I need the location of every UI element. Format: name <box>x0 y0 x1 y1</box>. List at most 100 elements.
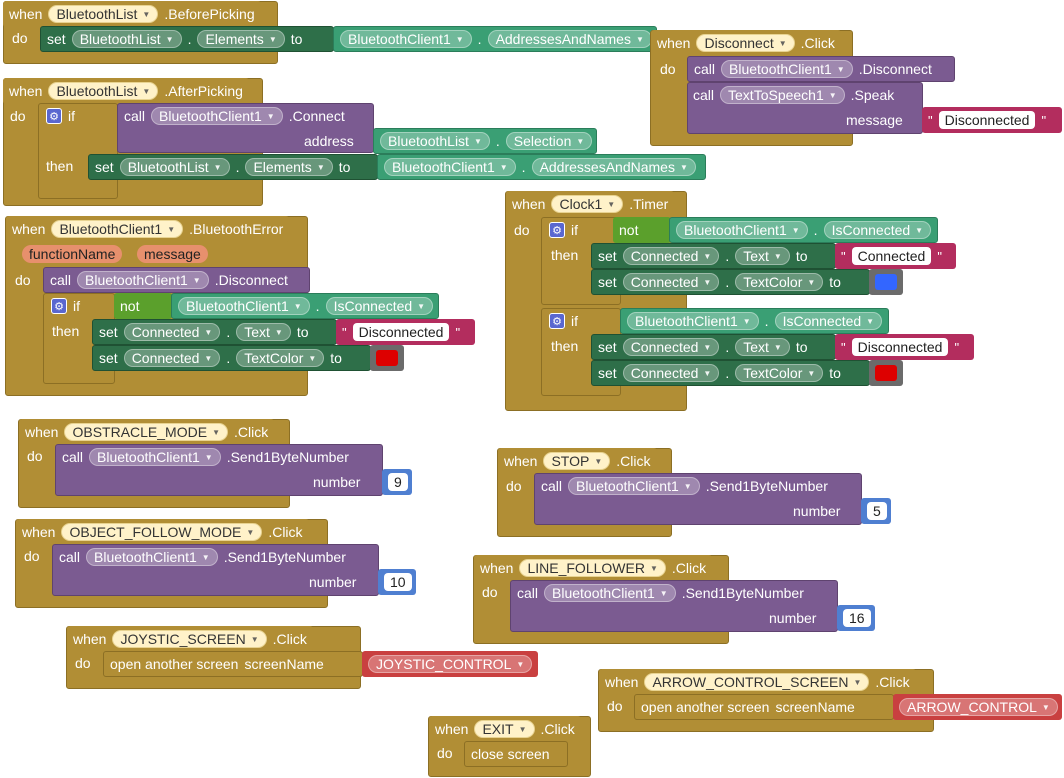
call-send-block[interactable] <box>534 473 862 525</box>
component-dropdown[interactable]: Disconnect▼ <box>696 34 795 52</box>
component-dropdown[interactable]: Connected▼ <box>622 364 720 382</box>
text-disconnected[interactable]: "Disconnected" <box>922 107 1062 133</box>
number-field[interactable]: 9 <box>388 473 408 491</box>
property-dropdown[interactable]: IsConnected▼ <box>774 312 883 330</box>
isconnected-getter[interactable]: BluetoothClient1▼ . IsConnected▼ <box>620 308 889 334</box>
component-dropdown[interactable]: BluetoothClient1▼ <box>721 60 853 78</box>
set-connected-text[interactable]: set Connected▼ . Text▼ to <box>591 243 836 269</box>
component-dropdown[interactable]: BluetoothList▼ <box>48 82 159 100</box>
text-connected[interactable]: "Connected" <box>835 243 956 269</box>
call-disconnect-block[interactable]: call BluetoothClient1▼ .Disconnect <box>687 56 955 82</box>
not-block[interactable]: not <box>613 217 671 243</box>
component-dropdown[interactable]: Connected▼ <box>622 273 720 291</box>
component-dropdown[interactable]: BluetoothClient1▼ <box>151 107 283 125</box>
set-connected-textcolor[interactable]: set Connected▼ . TextColor▼ to <box>591 269 870 295</box>
component-dropdown[interactable]: BluetoothList▼ <box>119 158 230 176</box>
close-screen-block[interactable]: close screen <box>464 741 568 767</box>
not-block[interactable]: not <box>114 293 172 319</box>
number-block[interactable]: 5 <box>861 498 891 524</box>
set-connected-textcolor[interactable]: set Connected▼ . TextColor▼ to <box>92 345 371 371</box>
property-dropdown[interactable]: Elements▼ <box>245 158 333 176</box>
property-dropdown[interactable]: IsConnected▼ <box>823 221 932 239</box>
property-dropdown[interactable]: TextColor▼ <box>236 349 325 367</box>
component-dropdown[interactable]: BluetoothClient1▼ <box>676 221 808 239</box>
property-dropdown[interactable]: AddressesAndNames▼ <box>487 30 652 48</box>
text-field[interactable]: Disconnected <box>938 111 1036 129</box>
number-block[interactable]: 16 <box>837 605 875 631</box>
component-dropdown[interactable]: Clock1▼ <box>551 195 624 213</box>
number-block[interactable]: 9 <box>382 469 412 495</box>
set-connected-text[interactable]: set Connected▼ . Text▼ to <box>591 334 836 360</box>
component-dropdown[interactable]: Connected▼ <box>123 323 221 341</box>
text-disconnected[interactable]: "Disconnected" <box>336 319 475 345</box>
component-dropdown[interactable]: LINE_FOLLOWER▼ <box>519 559 666 577</box>
set-elements-block[interactable]: set BluetoothList▼ . Elements▼ to <box>88 154 378 180</box>
component-dropdown[interactable]: BluetoothClient1▼ <box>77 271 209 289</box>
component-dropdown[interactable]: BluetoothClient1▼ <box>544 584 676 602</box>
color-swatch[interactable] <box>875 274 897 290</box>
call-disconnect-block[interactable]: call BluetoothClient1▼ .Disconnect <box>43 267 310 293</box>
component-dropdown[interactable]: Connected▼ <box>622 338 720 356</box>
component-dropdown[interactable]: BluetoothList▼ <box>71 30 182 48</box>
component-dropdown[interactable]: BluetoothClient1▼ <box>86 548 218 566</box>
screen-name-dropdown-block[interactable]: ARROW_CONTROL▼ <box>893 694 1062 720</box>
component-dropdown[interactable]: ARROW_CONTROL_SCREEN▼ <box>644 673 870 691</box>
component-dropdown[interactable]: BluetoothClient1▼ <box>178 297 310 315</box>
isconnected-getter[interactable]: BluetoothClient1▼ . IsConnected▼ <box>669 217 938 243</box>
property-dropdown[interactable]: Text▼ <box>735 247 790 265</box>
color-swatch[interactable] <box>875 365 897 381</box>
number-block[interactable]: 10 <box>378 569 416 595</box>
component-dropdown[interactable]: Connected▼ <box>123 349 221 367</box>
component-dropdown[interactable]: OBSTRACLE_MODE▼ <box>64 423 228 441</box>
property-dropdown[interactable]: Text▼ <box>735 338 790 356</box>
open-another-screen-block[interactable]: open another screen screenName <box>103 651 363 677</box>
component-dropdown[interactable]: BluetoothClient1▼ <box>51 220 184 238</box>
component-dropdown[interactable]: EXIT▼ <box>474 720 535 738</box>
color-red-block[interactable] <box>869 360 903 386</box>
property-dropdown[interactable]: Elements▼ <box>197 30 285 48</box>
text-field[interactable]: Disconnected <box>352 323 450 341</box>
screen-dropdown[interactable]: JOYSTIC_CONTROL▼ <box>368 655 533 673</box>
screen-dropdown[interactable]: ARROW_CONTROL▼ <box>899 698 1058 716</box>
component-dropdown[interactable]: JOYSTIC_SCREEN▼ <box>112 630 267 648</box>
property-dropdown[interactable]: Selection▼ <box>505 132 593 150</box>
component-dropdown[interactable]: BluetoothClient1▼ <box>384 158 516 176</box>
set-connected-text[interactable]: set Connected▼ . Text▼ to <box>92 319 337 345</box>
property-dropdown[interactable]: AddressesAndNames▼ <box>531 158 696 176</box>
number-field[interactable]: 10 <box>384 573 412 591</box>
component-dropdown[interactable]: BluetoothClient1▼ <box>627 312 759 330</box>
addresses-and-names-getter[interactable]: BluetoothClient1▼ . AddressesAndNames▼ <box>377 154 706 180</box>
component-dropdown[interactable]: BluetoothClient1▼ <box>340 30 472 48</box>
property-dropdown[interactable]: TextColor▼ <box>735 364 824 382</box>
addresses-and-names-getter[interactable]: BluetoothClient1▼ . AddressesAndNames▼ <box>333 26 657 52</box>
text-field[interactable]: Connected <box>851 247 932 265</box>
gear-icon[interactable]: ⚙ <box>46 108 62 124</box>
param-message[interactable]: message <box>137 245 208 263</box>
set-connected-textcolor[interactable]: set Connected▼ . TextColor▼ to <box>591 360 870 386</box>
component-dropdown[interactable]: BluetoothList▼ <box>48 5 159 23</box>
component-dropdown[interactable]: STOP▼ <box>543 452 611 470</box>
screen-name-dropdown-block[interactable]: JOYSTIC_CONTROL▼ <box>362 651 538 677</box>
text-disconnected[interactable]: "Disconnected" <box>835 334 974 360</box>
component-dropdown[interactable]: BluetoothClient1▼ <box>89 448 221 466</box>
property-dropdown[interactable]: IsConnected▼ <box>325 297 434 315</box>
text-field[interactable]: Disconnected <box>851 338 949 356</box>
component-dropdown[interactable]: TextToSpeech1▼ <box>720 86 845 104</box>
component-dropdown[interactable]: OBJECT_FOLLOW_MODE▼ <box>61 523 263 541</box>
color-red-block[interactable] <box>370 345 404 371</box>
color-blue-block[interactable] <box>869 269 903 295</box>
property-dropdown[interactable]: Text▼ <box>236 323 291 341</box>
gear-icon[interactable]: ⚙ <box>549 313 565 329</box>
component-dropdown[interactable]: BluetoothList▼ <box>380 132 490 150</box>
gear-icon[interactable]: ⚙ <box>51 298 67 314</box>
number-field[interactable]: 5 <box>867 502 887 520</box>
set-elements-block[interactable]: set BluetoothList▼ . Elements▼ to <box>40 26 334 52</box>
open-another-screen-block[interactable]: open another screen screenName <box>634 694 894 720</box>
selection-getter[interactable]: BluetoothList▼ . Selection▼ <box>373 128 597 154</box>
property-dropdown[interactable]: TextColor▼ <box>735 273 824 291</box>
isconnected-getter[interactable]: BluetoothClient1▼ . IsConnected▼ <box>171 293 439 319</box>
component-dropdown[interactable]: BluetoothClient1▼ <box>568 477 700 495</box>
number-field[interactable]: 16 <box>843 609 871 627</box>
color-swatch[interactable] <box>376 350 398 366</box>
gear-icon[interactable]: ⚙ <box>549 222 565 238</box>
